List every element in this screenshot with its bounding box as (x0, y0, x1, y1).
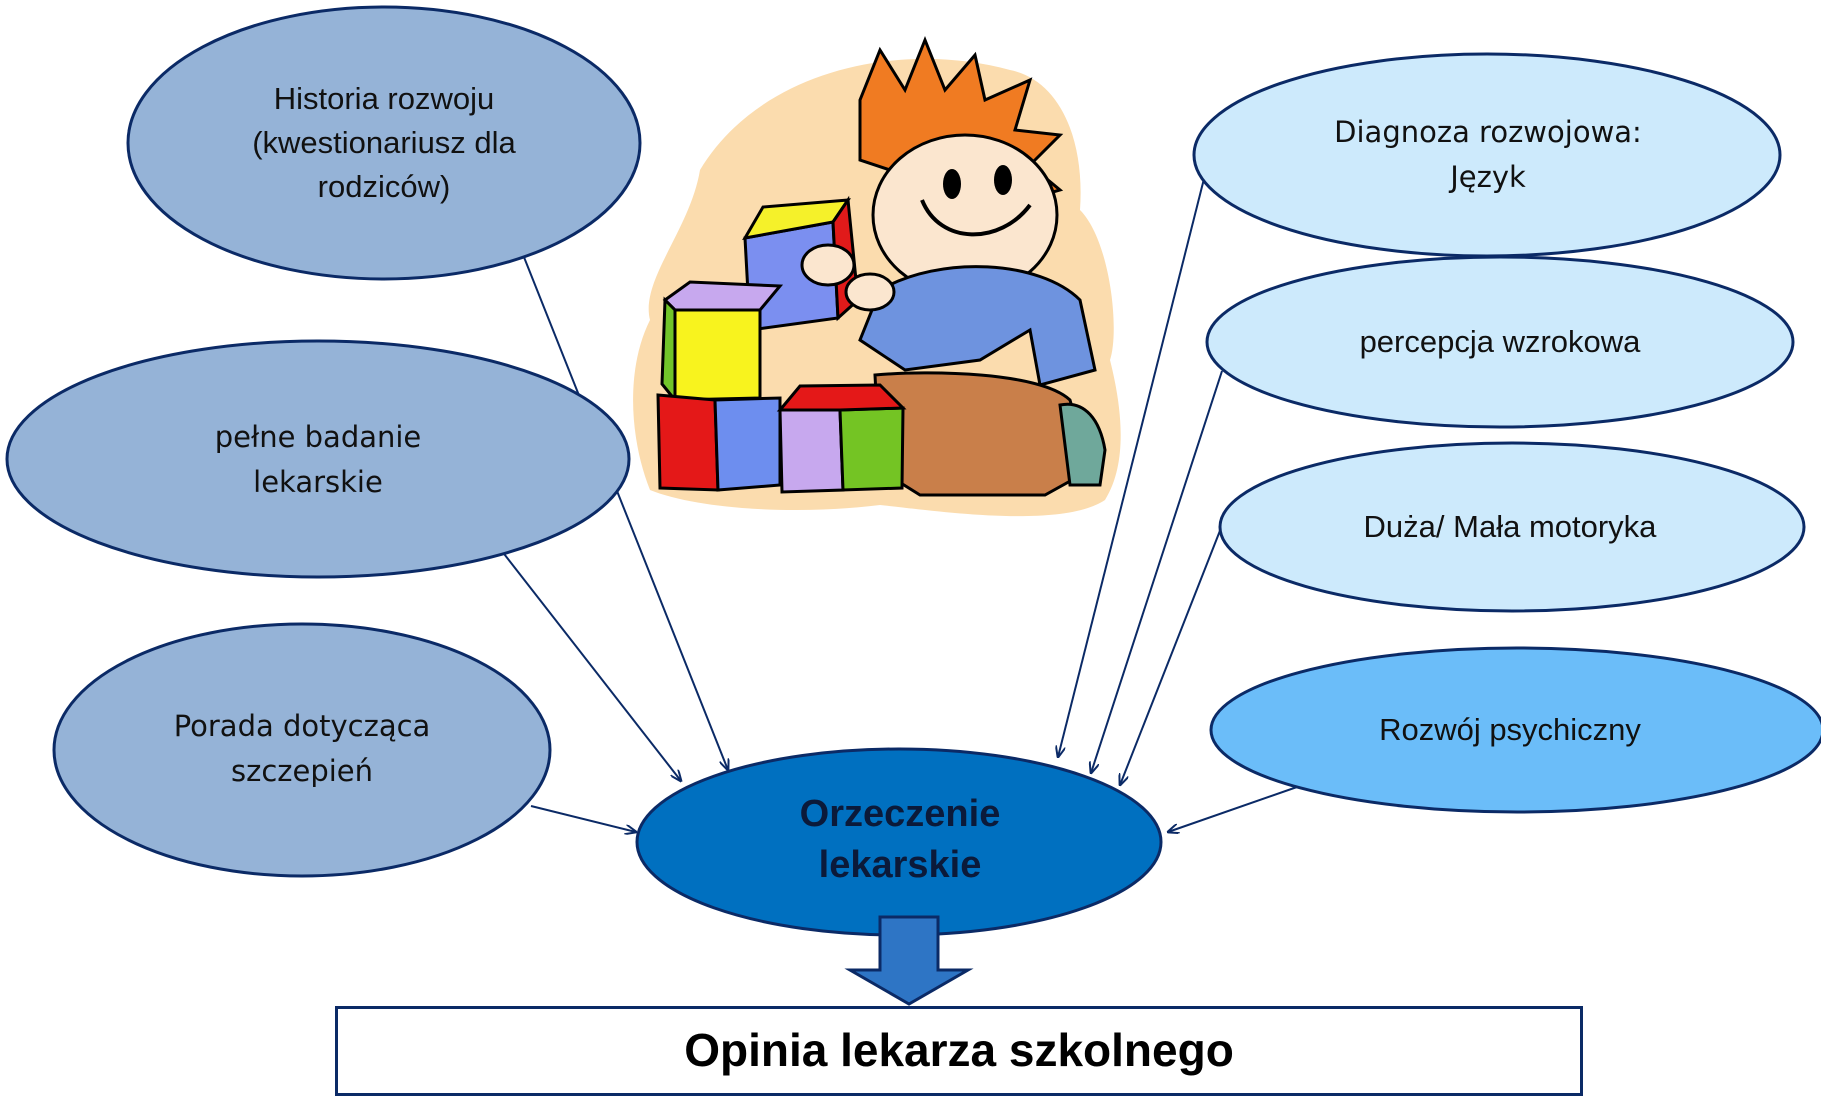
connector-psychiczny (1168, 786, 1298, 832)
badanie-label: pełne badanie lekarskie (214, 420, 422, 499)
connector-percepcja (1091, 370, 1223, 773)
percepcja-label: percepcja wzrokowa (1359, 323, 1641, 359)
connector-diagnoza (1058, 154, 1211, 757)
connector-motoryka (1120, 522, 1224, 785)
node-badanie (5, 339, 631, 579)
connector-historia (511, 226, 728, 770)
porada-label: Porada dotycząca szczepień (173, 709, 431, 788)
opinion-box: Opinia lekarza szkolnego (335, 1006, 1583, 1096)
connector-porada (530, 805, 636, 832)
historia-label: Historia rozwoju (kwestionariusz dla rod… (252, 80, 516, 204)
motoryka-label: Duża/ Mała motoryka (1363, 508, 1657, 544)
opinion-label: Opinia lekarza szkolnego (684, 1024, 1234, 1076)
node-motoryka (1218, 441, 1806, 613)
node-psychiczny (1209, 646, 1821, 814)
psychiczny-label: Rozwój psychiczny (1379, 711, 1641, 747)
node-historia (126, 5, 642, 281)
node-percepcja (1205, 255, 1795, 429)
connectors (486, 154, 1298, 832)
child-with-blocks-illustration (633, 35, 1121, 517)
node-porada (52, 622, 552, 878)
diagnoza-label: Diagnoza rozwojowa: Język (1334, 115, 1642, 194)
down-arrow-icon (844, 915, 974, 1006)
orzeczenie-label: Orzeczenie lekarskie (799, 792, 1001, 886)
connector-badanie (486, 531, 681, 781)
